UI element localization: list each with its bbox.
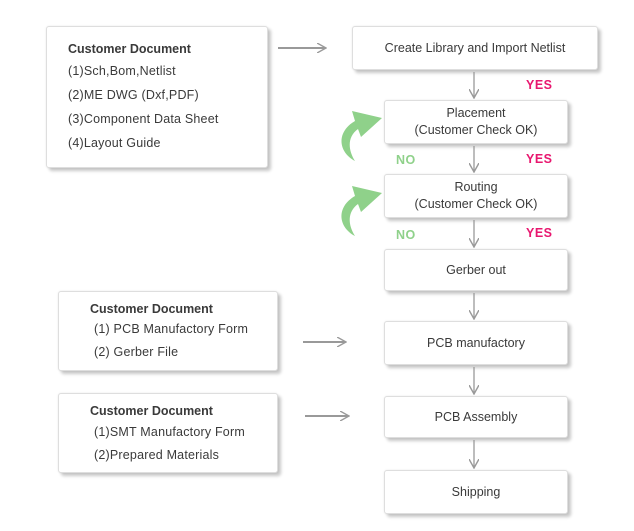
step-placement: Placement (Customer Check OK): [384, 100, 568, 144]
yes-label: YES: [526, 152, 553, 166]
feedback-arrow-routing: [341, 186, 382, 236]
step-shipping: Shipping: [384, 470, 568, 514]
customer-document-box-2: Customer Document (1) PCB Manufactory Fo…: [58, 291, 278, 371]
customer-document-item: (1)Sch,Bom,Netlist: [68, 64, 176, 78]
customer-document-item: (1)SMT Manufactory Form: [94, 425, 245, 439]
customer-document-item: (4)Layout Guide: [68, 136, 161, 150]
customer-document-item: (3)Component Data Sheet: [68, 112, 219, 126]
yes-label: YES: [526, 78, 553, 92]
customer-document-item: (2)Prepared Materials: [94, 448, 220, 462]
step-label: Routing: [454, 180, 498, 194]
no-label: NO: [396, 228, 416, 242]
step-label: Create Library and Import Netlist: [384, 40, 566, 55]
step-sublabel: (Customer Check OK): [414, 197, 538, 211]
step-pcb-manufactory: PCB manufactory: [384, 321, 568, 365]
step-label: Placement: [446, 106, 506, 120]
step-label: Shipping: [451, 484, 501, 499]
step-label: PCB manufactory: [427, 335, 525, 350]
customer-document-title: Customer Document: [68, 42, 191, 56]
customer-document-box-1: Customer Document (1)Sch,Bom,Netlist (2)…: [46, 26, 268, 168]
step-create-library: Create Library and Import Netlist: [352, 26, 598, 70]
step-routing: Routing (Customer Check OK): [384, 174, 568, 218]
customer-document-item: (2) Gerber File: [94, 345, 179, 359]
step-label: PCB Assembly: [434, 409, 518, 424]
customer-document-title: Customer Document: [90, 404, 213, 418]
step-sublabel: (Customer Check OK): [414, 123, 538, 137]
no-label: NO: [396, 153, 416, 167]
customer-document-box-3: Customer Document (1)SMT Manufactory For…: [58, 393, 278, 473]
yes-label: YES: [526, 226, 553, 240]
step-gerber-out: Gerber out: [384, 249, 568, 291]
feedback-arrow-placement: [341, 111, 382, 161]
customer-document-title: Customer Document: [90, 302, 213, 316]
customer-document-item: (1) PCB Manufactory Form: [94, 322, 249, 336]
customer-document-item: (2)ME DWG (Dxf,PDF): [68, 88, 199, 102]
step-pcb-assembly: PCB Assembly: [384, 396, 568, 438]
step-label: Gerber out: [446, 262, 506, 277]
